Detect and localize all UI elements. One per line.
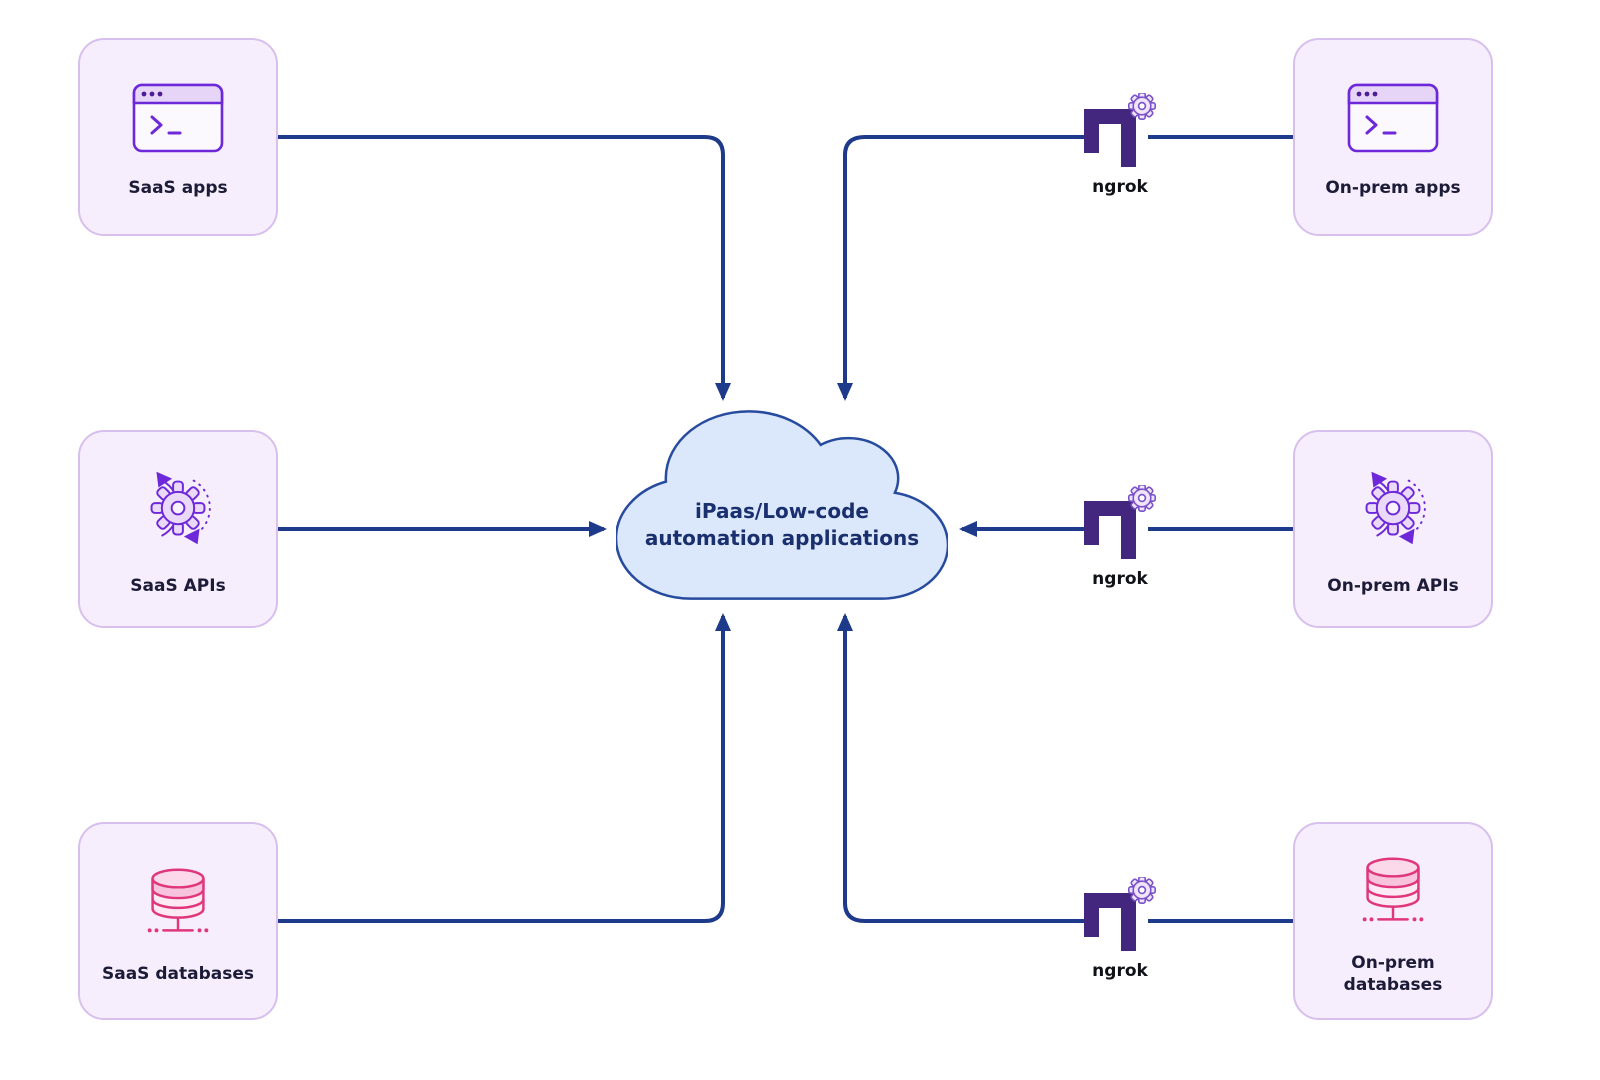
cloud-node: iPaas/Low-code automation applications [616, 398, 948, 612]
arrow-saas-db-to-cloud [278, 613, 731, 923]
ngrok-node-middle: ngrok [1078, 485, 1162, 589]
node-label: SaaS apps [128, 177, 228, 198]
ngrok-label: ngrok [1092, 569, 1148, 589]
node-onprem-apps: On-prem apps [1293, 38, 1493, 236]
node-label: On-prem databases [1343, 952, 1443, 995]
api-gear-icon [124, 461, 232, 559]
arrow-ngrok-top-to-cloud [837, 135, 1084, 401]
node-label: SaaS APIs [130, 575, 226, 596]
arrow-ngrok-bottom-to-cloud [837, 613, 1084, 923]
terminal-window-icon [128, 75, 228, 161]
node-saas-apps: SaaS apps [78, 38, 278, 236]
ngrok-label: ngrok [1092, 177, 1148, 197]
ngrok-logo-icon [1078, 877, 1162, 953]
node-label: SaaS databases [102, 963, 254, 984]
ngrok-logo-icon [1078, 93, 1162, 169]
database-icon [134, 857, 222, 947]
ngrok-node-top: ngrok [1078, 93, 1162, 197]
node-label: On-prem APIs [1327, 575, 1459, 596]
api-gear-icon [1339, 461, 1447, 559]
node-onprem-databases: On-prem databases [1293, 822, 1493, 1020]
cloud-shape [616, 398, 948, 612]
node-saas-databases: SaaS databases [78, 822, 278, 1020]
terminal-window-icon [1343, 75, 1443, 161]
database-icon [1349, 846, 1437, 936]
cloud-title: iPaas/Low-code automation applications [616, 398, 948, 612]
node-label: On-prem apps [1325, 177, 1461, 198]
ngrok-label: ngrok [1092, 961, 1148, 981]
node-onprem-apis: On-prem APIs [1293, 430, 1493, 628]
ngrok-node-bottom: ngrok [1078, 877, 1162, 981]
cloud-title-line2: automation applications [644, 526, 920, 550]
cloud-title-line1: iPaas/Low-code [695, 499, 869, 523]
ngrok-logo-icon [1078, 485, 1162, 561]
node-saas-apis: SaaS APIs [78, 430, 278, 628]
arrow-saas-apps-to-cloud [278, 135, 731, 401]
